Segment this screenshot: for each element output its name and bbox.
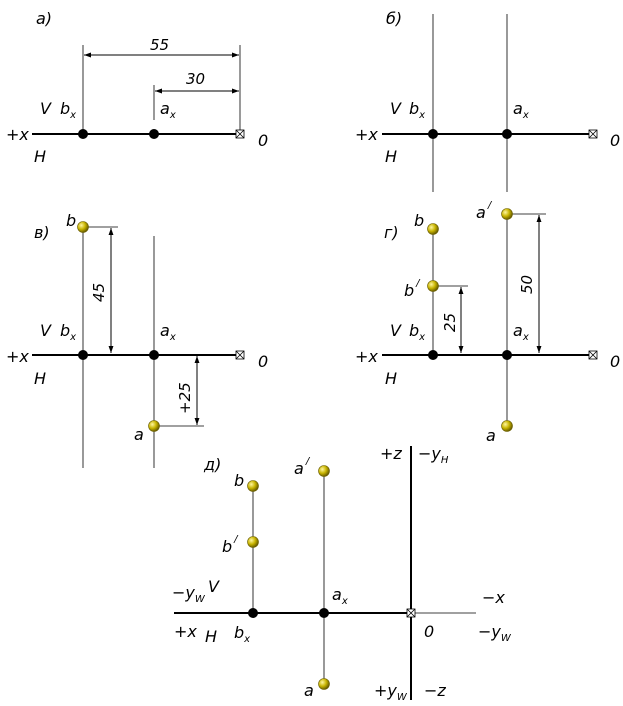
panel-d-letter: д) xyxy=(203,455,221,474)
point-ax xyxy=(149,129,159,139)
point-b-prime xyxy=(247,536,259,548)
label-point-b-prime: b/ xyxy=(404,278,421,300)
label-minus-x: −x xyxy=(482,588,505,607)
panel-d: д) b b/ a/ a +z −yH −yW V ax −x +x H bx … xyxy=(172,444,512,703)
label-minus-z: −z xyxy=(424,681,446,700)
point-bx xyxy=(78,350,88,360)
label-origin: 0 xyxy=(258,352,268,371)
panel-a: а) 55 30 V bx ax +x H 0 xyxy=(6,9,268,166)
point-a xyxy=(148,420,160,432)
label-point-b-prime: b/ xyxy=(222,534,239,556)
label-origin: 0 xyxy=(424,622,434,641)
label-v: V xyxy=(40,321,52,340)
label-ax: ax xyxy=(513,321,529,343)
label-h: H xyxy=(385,369,397,388)
point-bx xyxy=(78,129,88,139)
label-point-b: b xyxy=(414,211,424,230)
label-point-a-prime: a/ xyxy=(476,200,493,222)
panel-b-letter: б) xyxy=(386,9,402,28)
label-origin: 0 xyxy=(610,131,620,150)
point-b-prime xyxy=(427,280,439,292)
point-bx xyxy=(428,129,438,139)
label-v: V xyxy=(208,577,220,596)
point-ax xyxy=(502,129,512,139)
point-b xyxy=(77,221,89,233)
label-h: H xyxy=(34,369,46,388)
dim-label-50: 50 xyxy=(518,275,536,294)
point-a-prime xyxy=(501,208,513,220)
label-origin: 0 xyxy=(610,352,620,371)
label-bx: bx xyxy=(60,321,76,343)
label-plus-x: +x xyxy=(174,622,197,641)
label-v: V xyxy=(390,321,402,340)
label-point-a: a xyxy=(486,426,496,445)
panel-a-letter: а) xyxy=(36,9,52,28)
point-a xyxy=(318,678,330,690)
label-plus-x: +x xyxy=(355,347,378,366)
label-ax: ax xyxy=(160,321,176,343)
label-h: H xyxy=(385,147,397,166)
panel-g-letter: г) xyxy=(384,223,399,242)
dim-label-25: +25 xyxy=(176,382,194,414)
label-minus-yw-left: −yW xyxy=(172,583,206,605)
label-bx: bx xyxy=(409,99,425,121)
label-point-a: a xyxy=(304,681,314,700)
label-bx: bx xyxy=(60,99,76,121)
point-ax xyxy=(149,350,159,360)
label-v: V xyxy=(390,99,402,118)
point-b xyxy=(427,223,439,235)
panel-v-letter: в) xyxy=(34,223,50,242)
label-plus-z: +z xyxy=(380,444,402,463)
label-v: V xyxy=(40,99,52,118)
dim-label-30: 30 xyxy=(186,70,205,88)
label-point-a-prime: a/ xyxy=(294,456,311,478)
label-plus-yw: +yW xyxy=(374,681,408,703)
dim-label-55: 55 xyxy=(150,36,169,54)
label-point-a: a xyxy=(134,425,144,444)
point-a xyxy=(501,420,513,432)
label-plus-x: +x xyxy=(355,125,378,144)
label-ax: ax xyxy=(513,99,529,121)
label-minus-yw-right: −yW xyxy=(478,622,512,644)
point-b xyxy=(247,480,259,492)
label-bx: bx xyxy=(234,623,250,645)
point-ax xyxy=(502,350,512,360)
panel-g: г) 25 50 b b/ a/ a V bx ax +x H 0 xyxy=(355,200,620,445)
panel-v: в) 45 +25 b a V bx ax +x H 0 xyxy=(6,211,268,468)
label-h: H xyxy=(205,627,217,646)
dim-label-25: 25 xyxy=(441,313,459,332)
label-point-b: b xyxy=(66,211,76,230)
label-point-b: b xyxy=(234,471,244,490)
point-ax xyxy=(319,608,329,618)
panel-b: б) V bx ax +x H 0 xyxy=(355,9,620,192)
label-ax: ax xyxy=(332,585,348,607)
label-ax: ax xyxy=(160,99,176,121)
label-plus-x: +x xyxy=(6,347,29,366)
point-a-prime xyxy=(318,465,330,477)
label-bx: bx xyxy=(409,321,425,343)
point-bx xyxy=(428,350,438,360)
label-minus-yh: −yH xyxy=(418,444,449,466)
label-origin: 0 xyxy=(258,131,268,150)
label-plus-x: +x xyxy=(6,125,29,144)
point-bx xyxy=(248,608,258,618)
dim-label-45: 45 xyxy=(90,283,108,302)
label-h: H xyxy=(34,147,46,166)
